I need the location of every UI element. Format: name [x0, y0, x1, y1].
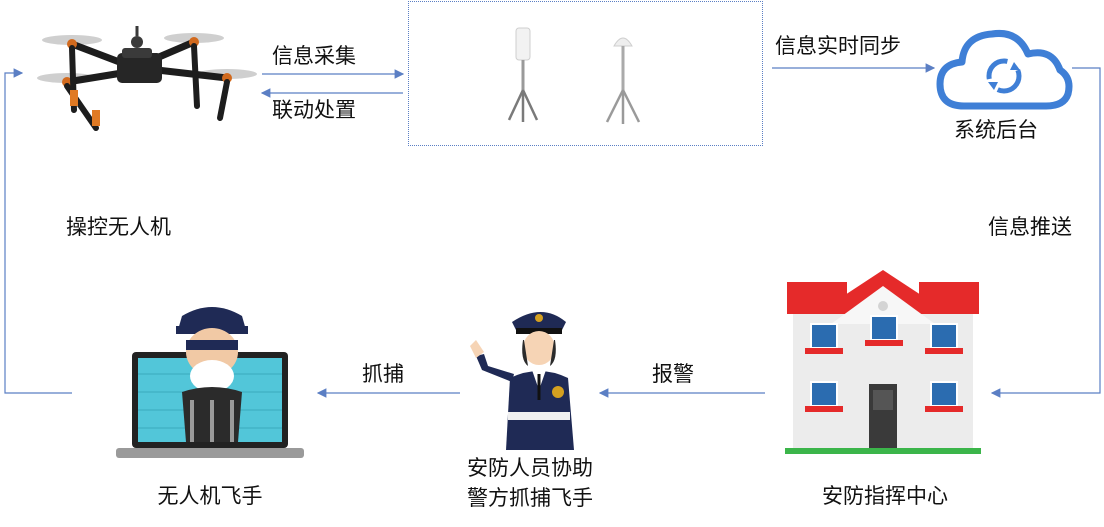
label-security-line1: 安防人员协助 [467, 456, 593, 480]
label-security-line2: 警方抓捕飞手 [467, 486, 593, 510]
cloud-sync-icon [934, 24, 1074, 114]
police-icon [462, 300, 592, 450]
building-icon [785, 268, 981, 458]
label-alarm: 报警 [652, 362, 694, 386]
label-pilot: 无人机飞手 [157, 484, 263, 508]
label-backend: 系统后台 [954, 118, 1038, 142]
detector-antenna-icon [507, 27, 641, 124]
label-linkage: 联动处置 [272, 98, 356, 122]
label-push: 信息推送 [988, 215, 1072, 239]
label-control: 操控无人机 [66, 215, 171, 239]
thief-laptop-icon [116, 302, 304, 462]
label-command: 安防指挥中心 [822, 484, 948, 508]
arrow-push [990, 67, 1101, 398]
detector-panel [408, 1, 763, 146]
label-sync: 信息实时同步 [775, 34, 901, 58]
arrow-control [4, 68, 72, 394]
drone-icon [22, 18, 262, 133]
label-capture: 抓捕 [362, 362, 404, 386]
label-collect: 信息采集 [272, 44, 356, 68]
